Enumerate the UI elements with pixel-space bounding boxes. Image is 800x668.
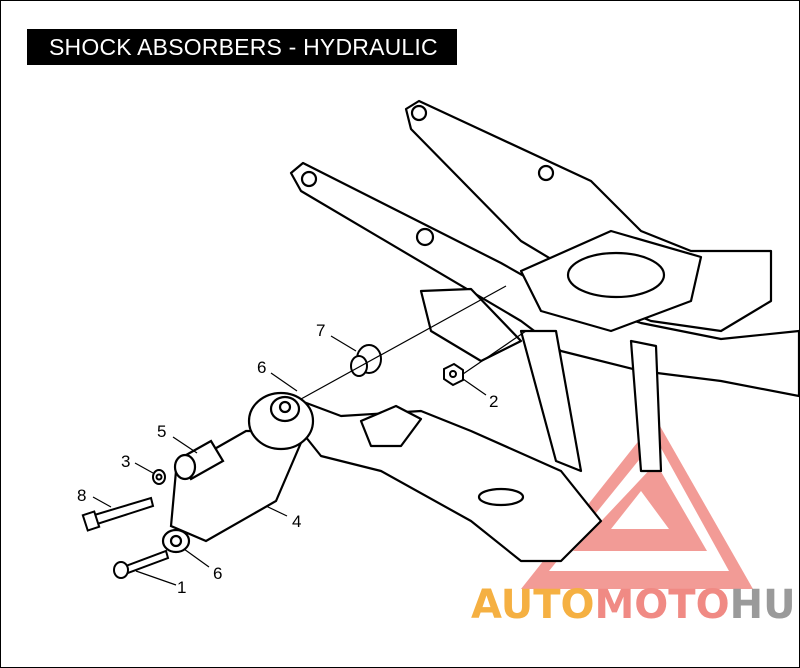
callout-6-upper: 6 (257, 358, 266, 377)
swingarm-slot (477, 487, 525, 507)
swingarm-bracket (419, 287, 523, 363)
frame-post (629, 339, 663, 473)
callout-5: 5 (157, 422, 166, 441)
frame-down-tube (519, 329, 583, 473)
shock-upper-bore (278, 400, 292, 414)
frame-opening (566, 251, 666, 299)
bushing-part-7-inner (350, 355, 368, 377)
rail-pivot-left (415, 227, 435, 247)
alignment-lines (300, 285, 527, 400)
watermark-text-moto: MOTO (595, 582, 730, 628)
callout-7: 7 (316, 321, 325, 340)
hardware (81, 344, 464, 579)
rail-pivot-right (537, 164, 555, 182)
leader-2 (462, 378, 487, 396)
leader-1 (135, 570, 177, 586)
washer-bore (155, 473, 163, 481)
bolt-part-8 (89, 496, 155, 527)
shock-absorber (161, 391, 315, 554)
shock-lower-bore (169, 534, 183, 548)
align-line-upper (300, 285, 507, 400)
leader-4 (265, 505, 288, 517)
leader-6-upper (270, 372, 298, 392)
frame-rails (289, 99, 799, 473)
spacer-end (173, 453, 197, 481)
nut-bore (449, 370, 457, 378)
rail-bolt-hole-left (300, 170, 318, 188)
callout-4: 4 (292, 512, 301, 531)
leader-7 (330, 335, 357, 352)
align-line-nut (462, 330, 527, 375)
callout-1: 1 (177, 578, 186, 597)
callout-3: 3 (121, 452, 130, 471)
watermark-text-auto: AUTO (471, 582, 595, 628)
leader-8 (92, 496, 112, 508)
callout-6-lower: 6 (213, 564, 222, 583)
swingarm (299, 287, 603, 563)
page-title: SHOCK ABSORBERS - HYDRAULIC (27, 29, 457, 65)
watermark-triangle-hole (611, 491, 669, 529)
leader-lines (92, 335, 487, 586)
bolt-part-8-head (81, 510, 101, 532)
watermark-logo (521, 419, 753, 589)
callout-8: 8 (77, 486, 86, 505)
watermark-text: AUTOMOTOHUB (471, 582, 799, 628)
bolt-part-1 (121, 549, 170, 576)
upper-rail-left (289, 161, 799, 398)
leader-6-lower (183, 548, 210, 568)
rail-bolt-hole-right (410, 104, 428, 122)
callout-2: 2 (489, 392, 498, 411)
leader-5 (172, 436, 198, 454)
bolt-part-1-head (113, 561, 129, 579)
swingarm-mount (359, 404, 423, 448)
leader-3 (134, 462, 154, 474)
watermark-text-hub: HUB (730, 582, 799, 628)
